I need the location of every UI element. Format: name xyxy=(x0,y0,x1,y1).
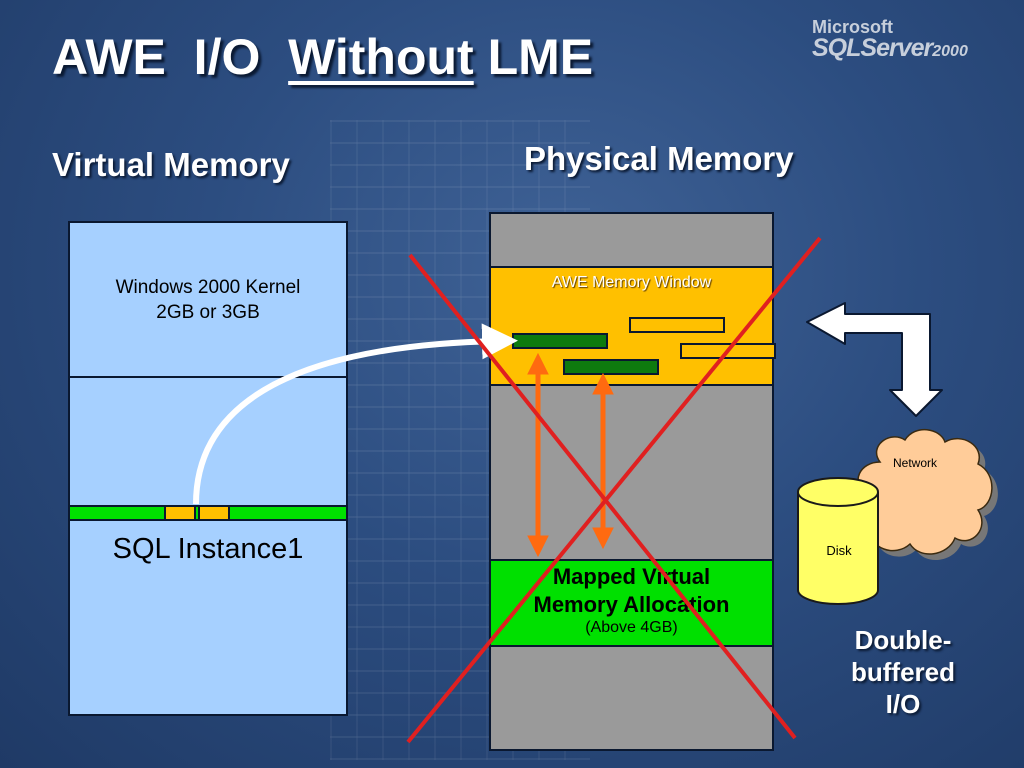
logo-year: 2000 xyxy=(932,43,968,60)
double-buffered-caption: Double- buffered I/O xyxy=(828,624,978,720)
copy-arrow-left xyxy=(527,352,549,558)
mapped-slot xyxy=(198,505,230,521)
logo-sqlserver: SQLServer xyxy=(812,34,933,62)
virtual-memory-box: Windows 2000 Kernel 2GB or 3GB SQL Insta… xyxy=(68,221,348,716)
kernel-region-label: Windows 2000 Kernel 2GB or 3GB xyxy=(70,275,346,325)
red-cross-icon xyxy=(406,236,822,744)
bent-arrow-icon xyxy=(806,302,943,417)
kernel-divider xyxy=(70,376,346,378)
title-emphasis: Without xyxy=(288,29,474,85)
caption-line-2: buffered xyxy=(851,657,955,687)
awe-window-label: AWE Memory Window xyxy=(551,274,712,291)
mapped-slot xyxy=(164,505,196,521)
disk-label: Disk xyxy=(826,543,852,558)
network-cloud-icon xyxy=(853,429,998,561)
mapped-label-1: Mapped Virtual xyxy=(552,564,711,589)
title-suffix: LME xyxy=(473,29,594,85)
logo-microsoft: Microsoft xyxy=(812,17,893,37)
awe-page-block xyxy=(629,317,725,333)
disk-icon xyxy=(797,477,879,605)
physical-memory-box: AWE Memory Window Mapped Virtual Memory … xyxy=(489,212,776,751)
slide-title: AWE I/O Without LME xyxy=(52,28,593,86)
sql-instance-label: SQL Instance1 xyxy=(112,533,304,565)
copy-arrow-right xyxy=(592,372,614,550)
awe-page-block xyxy=(563,359,659,375)
virtual-memory-heading: Virtual Memory xyxy=(52,146,290,183)
network-label: Network xyxy=(892,456,937,470)
title-prefix: AWE I/O xyxy=(52,29,289,85)
sql-server-logo: Microsoft SQLServer2000 xyxy=(812,18,968,61)
kernel-size-label: 2GB or 3GB xyxy=(156,302,260,323)
mapping-curve-arrow xyxy=(193,323,518,505)
mapped-allocation: Mapped Virtual Memory Allocation (Above … xyxy=(491,559,772,647)
caption-line-3: I/O xyxy=(885,689,921,719)
mapped-label-3: (Above 4GB) xyxy=(585,619,678,636)
kernel-label: Windows 2000 Kernel xyxy=(115,277,301,298)
physical-memory-heading: Physical Memory xyxy=(524,140,794,177)
caption-line-1: Double- xyxy=(854,625,952,655)
